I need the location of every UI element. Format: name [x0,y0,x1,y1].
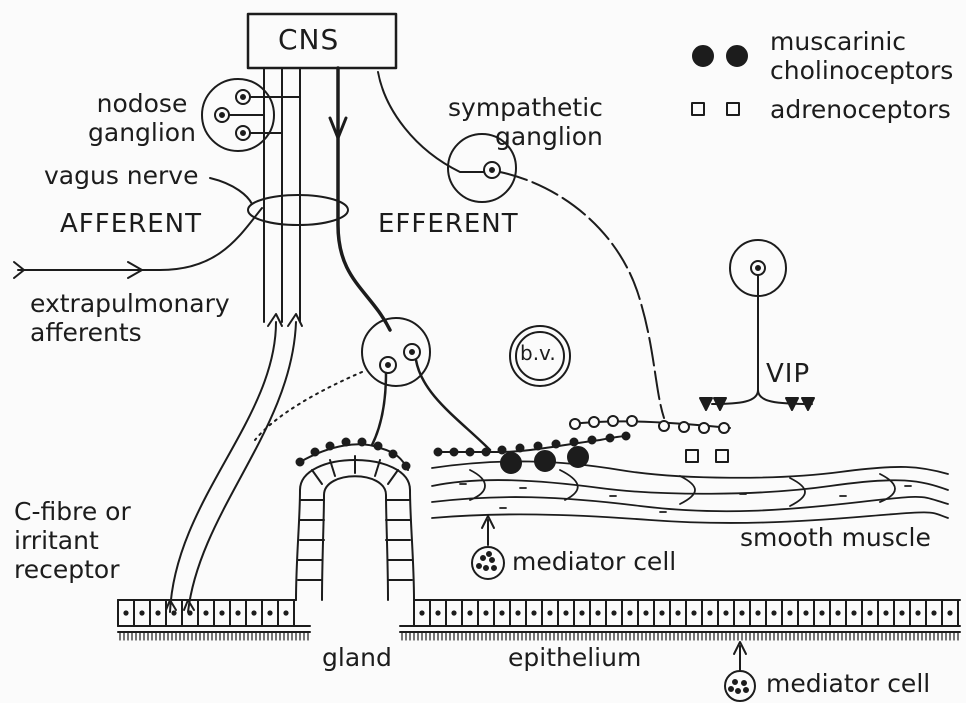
legend-muscarinic-label: muscarinic cholinoceptors [770,28,953,86]
epithelial-cells [118,600,958,626]
mediator-cell-upper [472,516,504,579]
legend-adrenoceptor-symbols [692,103,739,115]
parasympathetic-ganglion [255,318,490,450]
gland-label: gland [322,644,392,673]
legend-muscarinic-symbols [693,46,747,66]
gland-postganglionic-fibre [297,439,410,471]
cns-label: CNS [278,24,339,56]
mediator-cell-lower-label: mediator cell [766,670,930,699]
legend-adrenoceptors-label: adrenoceptors [770,96,951,125]
efferent-label: EFFERENT [378,210,519,240]
c-fibre-label: C-fibre or irritant receptor [14,498,131,584]
mediator-cell-upper-label: mediator cell [512,548,676,577]
efferent-fibre [330,68,390,330]
epithelium-label: epithelium [508,644,641,673]
nodose-ganglion [202,79,300,151]
blood-vessel-label: b.v. [520,342,556,365]
vagus-nerve-label: vagus nerve [44,162,198,191]
smooth-muscle-label: smooth muscle [740,524,931,553]
extrapulmonary-afferents-label: extrapulmonary afferents [30,290,230,348]
afferent-label: AFFERENT [60,210,202,240]
sympathetic-ganglion-label: sympathetic ganglion [448,94,603,152]
cilia [120,632,958,640]
mediator-cell-lower [725,642,755,701]
epithelium [118,600,960,632]
nodose-ganglion-label: nodose ganglion [88,90,196,148]
vip-label: VIP [766,360,810,390]
gland [296,456,414,600]
